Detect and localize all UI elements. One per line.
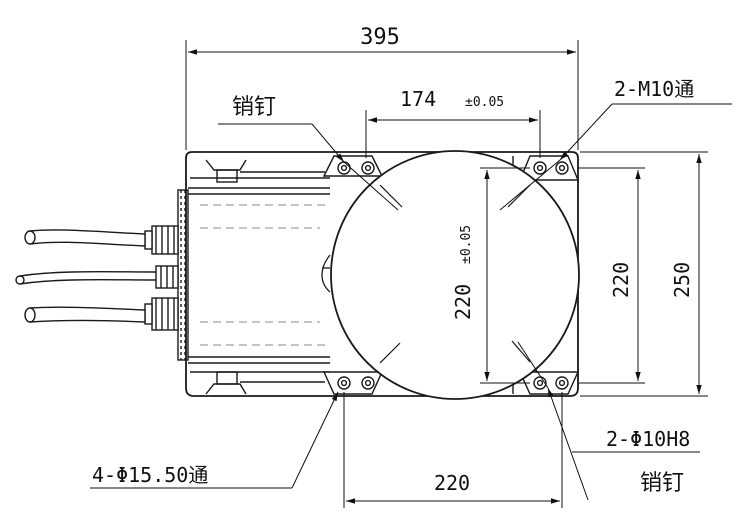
- top-bracket-left: [205, 159, 247, 395]
- mount-pad-bottom-left: [322, 371, 384, 395]
- label-through-holes: 4-Φ15.50通: [92, 463, 208, 487]
- side-lug: [321, 254, 331, 293]
- dim-vertical-pitch-group: 220 ±0.05: [451, 225, 475, 320]
- cable-gland-top: [144, 225, 179, 255]
- mount-pad-bottom-right: [518, 371, 580, 395]
- dim-vertical-pitch-tolerance: ±0.05: [459, 225, 474, 264]
- cable-top: [24, 229, 146, 247]
- dim-vertical-pitch: 220: [451, 284, 475, 320]
- mount-pad-top-left: [322, 155, 384, 177]
- cable-gland-bottom: [144, 297, 179, 331]
- dim-hole-pitch: 174: [400, 87, 436, 111]
- cable-gland-middle: [155, 265, 179, 289]
- dimension-lines: [185, 40, 708, 508]
- dim-hole-pitch-tolerance: ±0.05: [465, 95, 504, 110]
- flange-circle: [330, 150, 580, 400]
- label-pin-bottom: 销钉: [640, 471, 684, 496]
- hidden-lines: [200, 204, 325, 346]
- dim-right-220: 220: [609, 262, 633, 298]
- label-pin-hole: 2-Φ10H8: [606, 427, 690, 451]
- dim-bottom-220: 220: [434, 471, 470, 495]
- cable-bottom: [24, 306, 146, 323]
- dim-overall-width: 395: [360, 25, 400, 50]
- label-thread: 2-M10通: [614, 77, 694, 101]
- cable-middle: [15, 270, 157, 285]
- dim-right-250: 250: [670, 262, 694, 298]
- leader-lines: [90, 103, 732, 501]
- label-pin-top: 销钉: [232, 95, 276, 120]
